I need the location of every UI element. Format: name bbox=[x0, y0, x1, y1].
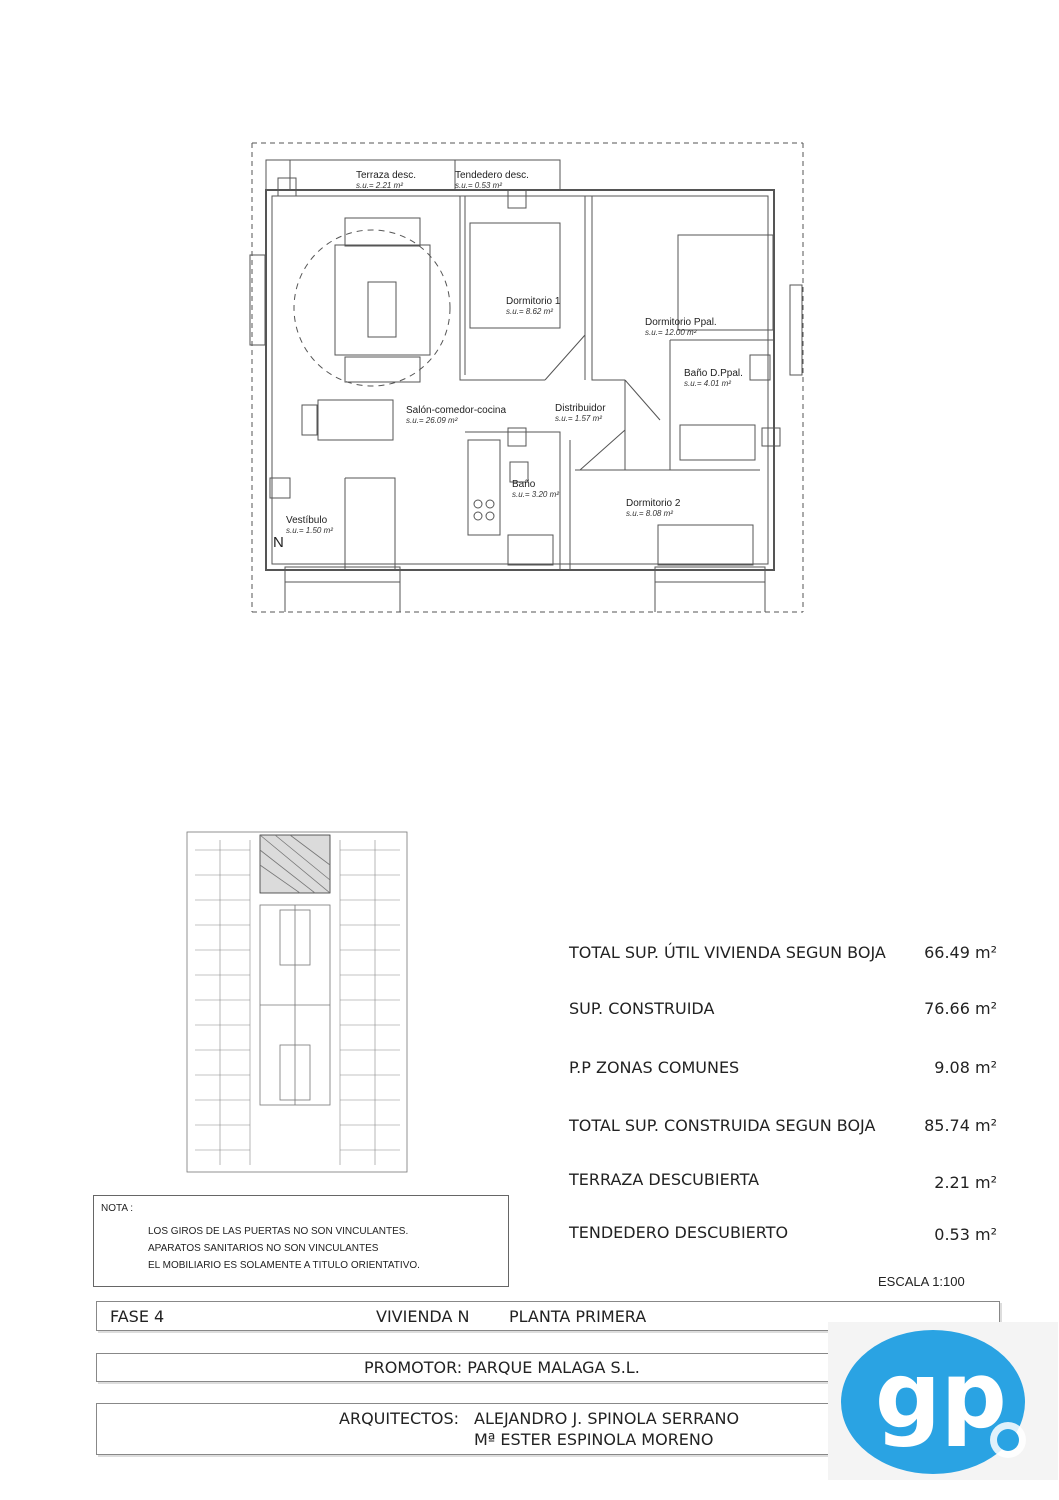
summary-label-tendedero: TENDEDERO DESCUBIERTO bbox=[569, 1223, 789, 1242]
promotor-label: PROMOTOR: PARQUE MALAGA S.L. bbox=[364, 1358, 640, 1377]
summary-label-total-construida: TOTAL SUP. CONSTRUIDA SEGUN BOJA bbox=[569, 1116, 876, 1135]
vivienda-label: VIVIENDA N bbox=[376, 1307, 470, 1326]
gp-logo: gp bbox=[828, 1322, 1058, 1480]
summary-value-terraza: 2.21 m² bbox=[934, 1173, 997, 1192]
nota-title: NOTA : bbox=[101, 1203, 134, 1214]
room-area-distribuidor: s.u.= 1.57 m² bbox=[555, 414, 602, 423]
title-bar-fase: FASE 4 VIVIENDA N PLANTA PRIMERA bbox=[96, 1301, 1000, 1331]
summary-value-construida: 76.66 m² bbox=[924, 999, 997, 1018]
building-key-plan bbox=[186, 831, 408, 1173]
room-area-bano: s.u.= 3.20 m² bbox=[512, 490, 559, 499]
summary-label-construida: SUP. CONSTRUIDA bbox=[569, 999, 715, 1018]
room-area-dormitorio-ppal: s.u.= 12.00 m² bbox=[645, 328, 697, 337]
nota-box: NOTA : LOS GIROS DE LAS PUERTAS NO SON V… bbox=[93, 1195, 509, 1287]
room-label-salon: Salón-comedor-cocina bbox=[406, 405, 507, 416]
room-label-dormitorio-2: Dormitorio 2 bbox=[626, 498, 681, 509]
arquitecto-1: ALEJANDRO J. SPINOLA SERRANO bbox=[474, 1409, 740, 1428]
room-area-terraza: s.u.= 2.21 m² bbox=[356, 181, 403, 190]
room-label-bano-ppal: Baño D.Ppal. bbox=[684, 368, 743, 379]
scale-label: ESCALA 1:100 bbox=[878, 1274, 965, 1289]
room-area-dormitorio-1: s.u.= 8.62 m² bbox=[506, 307, 553, 316]
arquitectos-label: ARQUITECTOS: bbox=[339, 1409, 460, 1428]
summary-value-zonas-comunes: 9.08 m² bbox=[934, 1058, 997, 1077]
nota-line: LOS GIROS DE LAS PUERTAS NO SON VINCULAN… bbox=[148, 1226, 409, 1237]
room-area-salon: s.u.= 26.09 m² bbox=[406, 416, 458, 425]
summary-label-terraza: TERRAZA DESCUBIERTA bbox=[569, 1170, 760, 1189]
summary-value-tendedero: 0.53 m² bbox=[934, 1225, 997, 1244]
summary-value-total-construida: 85.74 m² bbox=[924, 1116, 997, 1135]
planta-label: PLANTA PRIMERA bbox=[509, 1307, 647, 1326]
summary-value-util: 66.49 m² bbox=[924, 943, 997, 962]
room-area-vestibulo: s.u.= 1.50 m² bbox=[286, 526, 333, 535]
logo-text: gp bbox=[875, 1342, 1007, 1449]
room-label-distribuidor: Distribuidor bbox=[555, 403, 606, 414]
room-area-tendedero: s.u.= 0.53 m² bbox=[455, 181, 502, 190]
room-label-vestibulo: Vestíbulo bbox=[286, 515, 328, 526]
room-label-bano: Baño bbox=[512, 479, 536, 490]
fase-label: FASE 4 bbox=[110, 1307, 165, 1326]
room-label-terraza: Terraza desc. bbox=[356, 170, 417, 181]
floor-plan bbox=[249, 142, 804, 613]
arquitecto-2: Mª ESTER ESPINOLA MORENO bbox=[474, 1430, 714, 1449]
nota-line: APARATOS SANITARIOS NO SON VINCULANTES bbox=[148, 1243, 379, 1254]
title-bar-arquitectos: ARQUITECTOS: ALEJANDRO J. SPINOLA SERRAN… bbox=[96, 1403, 1000, 1455]
room-area-dormitorio-2: s.u.= 8.08 m² bbox=[626, 509, 673, 518]
room-label-dormitorio-ppal: Dormitorio Ppal. bbox=[645, 317, 717, 328]
summary-label-util: TOTAL SUP. ÚTIL VIVIENDA SEGUN BOJA bbox=[569, 943, 886, 962]
room-label-tendedero: Tendedero desc. bbox=[455, 170, 529, 181]
nota-line: EL MOBILIARIO ES SOLAMENTE A TITULO ORIE… bbox=[148, 1260, 420, 1271]
summary-label-zonas-comunes: P.P ZONAS COMUNES bbox=[569, 1058, 740, 1077]
room-label-dormitorio-1: Dormitorio 1 bbox=[506, 296, 561, 307]
room-area-bano-ppal: s.u.= 4.01 m² bbox=[684, 379, 731, 388]
unit-letter: N bbox=[273, 534, 284, 551]
